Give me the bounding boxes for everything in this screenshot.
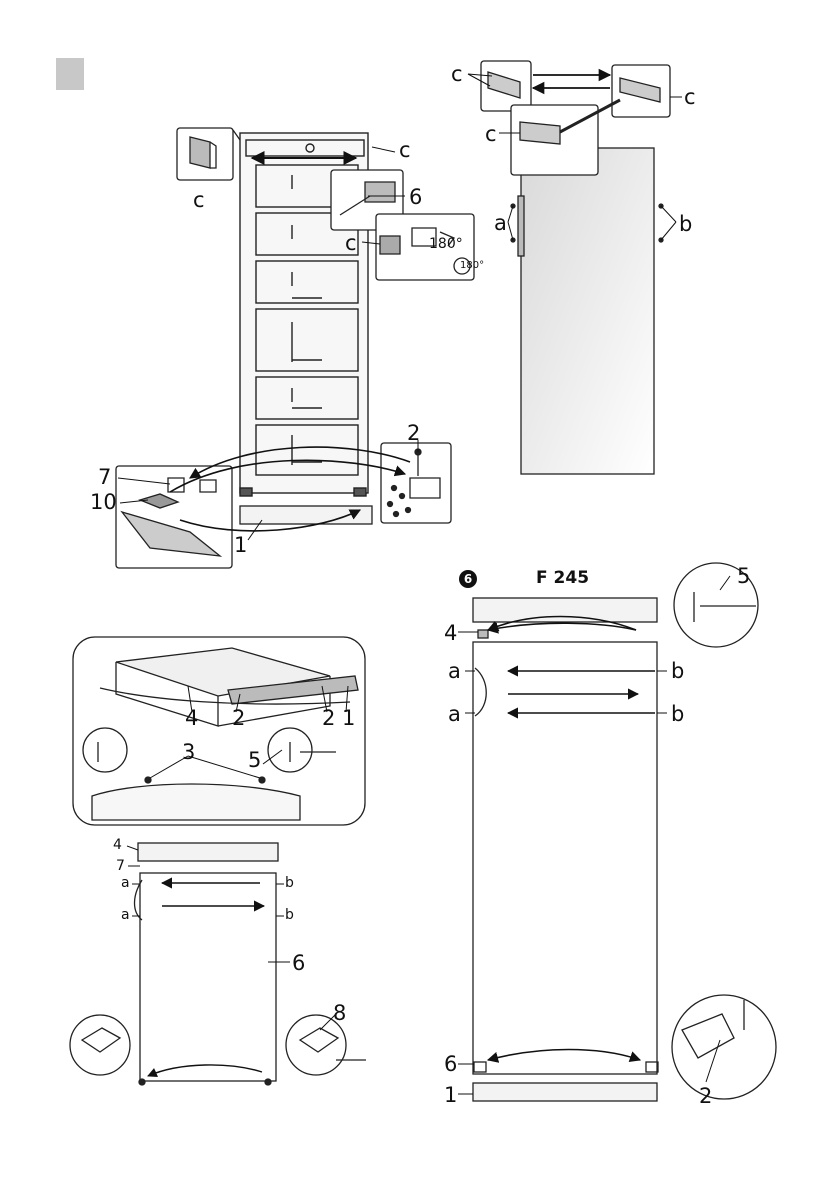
step-badge: 6 bbox=[459, 570, 477, 588]
label-c-tr-2: c bbox=[684, 85, 696, 109]
label-b-small-2: b bbox=[285, 907, 294, 923]
inset-cover-c bbox=[176, 127, 241, 181]
door-corner-insets bbox=[480, 60, 671, 176]
label-2-large: 2 bbox=[699, 1084, 713, 1108]
label-b-large-2: b bbox=[671, 702, 685, 726]
label-180-b: 180° bbox=[460, 260, 485, 271]
label-b-small-1: b bbox=[285, 875, 294, 891]
label-4-small: 4 bbox=[113, 837, 122, 853]
label-6-large: 6 bbox=[444, 1052, 458, 1076]
label-2-top: 2 bbox=[407, 421, 421, 445]
label-a-small-2: a bbox=[121, 907, 130, 923]
label-b-tr: b bbox=[679, 212, 693, 236]
large-door-view bbox=[472, 562, 777, 1102]
label-1-large: 1 bbox=[444, 1083, 458, 1107]
label-7-top: 7 bbox=[98, 465, 112, 489]
top-cover-panel bbox=[72, 636, 366, 826]
inset-bottom-hinge bbox=[380, 442, 452, 524]
label-c-inset-cover: c bbox=[193, 188, 205, 212]
label-1-panel: 1 bbox=[342, 706, 356, 730]
label-5-large: 5 bbox=[737, 564, 751, 588]
label-a-tr: a bbox=[494, 211, 507, 235]
label-6-top: 6 bbox=[409, 185, 423, 209]
label-5-panel: 5 bbox=[248, 748, 262, 772]
label-180-a: 180° bbox=[429, 236, 463, 252]
label-2-panel-b: 2 bbox=[322, 706, 336, 730]
inset-plinth-left bbox=[115, 465, 233, 569]
label-7-small: 7 bbox=[116, 858, 125, 874]
label-3-panel: 3 bbox=[182, 740, 196, 764]
model-label: F 245 bbox=[536, 568, 590, 588]
label-c-tr-3: c bbox=[485, 122, 497, 146]
label-c-top-cover: c bbox=[399, 138, 411, 162]
label-4-large: 4 bbox=[444, 621, 458, 645]
step-marker-box bbox=[56, 58, 84, 90]
label-c-tr-1: c bbox=[451, 62, 463, 86]
label-2-panel-a: 2 bbox=[232, 706, 246, 730]
label-4-panel: 4 bbox=[185, 706, 199, 730]
small-door-view bbox=[69, 842, 366, 1086]
inset-top-hinge bbox=[330, 169, 475, 281]
label-10: 10 bbox=[90, 490, 117, 514]
label-8: 8 bbox=[333, 1001, 347, 1025]
plinth-panel bbox=[239, 505, 373, 525]
label-1-top: 1 bbox=[234, 533, 248, 557]
label-a-large-1: a bbox=[448, 659, 461, 683]
label-a-small-1: a bbox=[121, 875, 130, 891]
label-6-small: 6 bbox=[292, 951, 306, 975]
door-back-view bbox=[510, 147, 664, 475]
label-b-large-1: b bbox=[671, 659, 685, 683]
label-c-hinge: c bbox=[345, 231, 357, 255]
label-a-large-2: a bbox=[448, 702, 461, 726]
